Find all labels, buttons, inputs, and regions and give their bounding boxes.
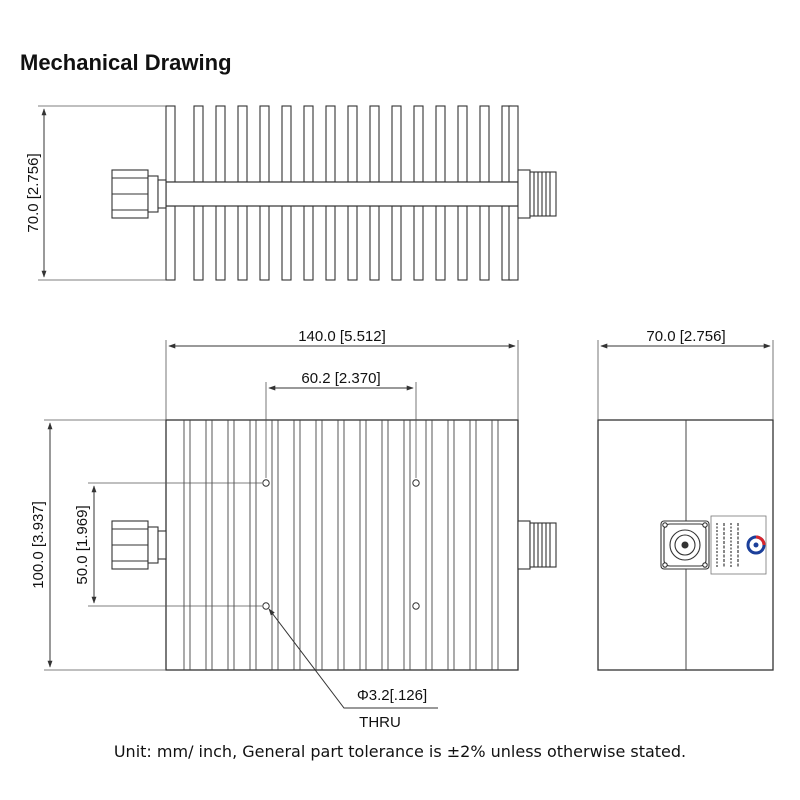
heatsink-fin [347, 105, 358, 183]
mounting-hole [412, 479, 420, 487]
heatsink-fin [457, 205, 468, 281]
brand-logo [746, 535, 766, 555]
top-view: 70.0 [2.756] [25, 105, 557, 281]
dim-label-side-width: 70.0 [2.756] [646, 328, 725, 345]
side-view: 70.0 [2.756] [597, 328, 774, 671]
hole-diameter-label: Φ3.2[.126] [357, 687, 427, 704]
dim-label-hole-spacing-y: 50.0 [1.969] [74, 505, 91, 584]
heatsink-fin [369, 205, 380, 281]
mounting-hole [262, 602, 270, 610]
side-connector [660, 520, 710, 570]
hole-thru-label: THRU [359, 714, 401, 731]
mounting-holes [262, 479, 420, 610]
heatsink-fin [479, 105, 490, 183]
heatsink-fin [303, 105, 314, 183]
mounting-hole [412, 602, 420, 610]
heatsink-fin [391, 205, 402, 281]
heatsink-fin [193, 205, 204, 281]
heatsink-fin [193, 105, 204, 183]
heatsink-fin [508, 205, 519, 281]
heatsink-fin [325, 205, 336, 281]
heatsink-fin [508, 105, 519, 183]
heatsink-fin [435, 205, 446, 281]
heatsink-fin [303, 205, 314, 281]
front-view: 140.0 [5.512] 60.2 [2.370] 100.0 [3.937]… [30, 328, 557, 731]
dim-label-body-height: 100.0 [3.937] [30, 501, 47, 589]
heatsink-fin [259, 205, 270, 281]
drawing-title: Mechanical Drawing [20, 50, 232, 75]
heatsink-fin [347, 205, 358, 281]
heatsink-fin [165, 105, 176, 183]
product-label [710, 515, 767, 575]
heatsink-fin [237, 105, 248, 183]
heatsink-fin [479, 205, 490, 281]
heatsink-fin [435, 105, 446, 183]
mounting-hole [262, 479, 270, 487]
right-connector-top [517, 169, 557, 219]
heatsink-fin [413, 205, 424, 281]
heatsink-fins-front [165, 419, 519, 671]
left-connector-top [111, 169, 167, 219]
heatsink-fin [369, 105, 380, 183]
heatsink-fin [237, 205, 248, 281]
heatsink-fin [281, 205, 292, 281]
heatsink-fin [457, 105, 468, 183]
hole-callout-leader [268, 608, 438, 709]
tolerance-note: Unit: mm/ inch, General part tolerance i… [113, 742, 687, 761]
heatsink-fin [215, 105, 226, 183]
heatsink-fin [215, 205, 226, 281]
heatsink-fin [325, 105, 336, 183]
heatsink-fin [259, 105, 270, 183]
heatsink-fin [391, 105, 402, 183]
dim-label-overall-length: 140.0 [5.512] [298, 328, 386, 345]
heatsink-fin [413, 105, 424, 183]
dim-label-top-height: 70.0 [2.756] [25, 153, 42, 232]
right-connector-front [517, 520, 557, 570]
heatsink-fin [165, 205, 176, 281]
heatsink-fin [281, 105, 292, 183]
left-connector-front [111, 520, 167, 570]
dim-label-hole-spacing-x: 60.2 [2.370] [301, 370, 380, 387]
center-body-band [165, 181, 519, 207]
